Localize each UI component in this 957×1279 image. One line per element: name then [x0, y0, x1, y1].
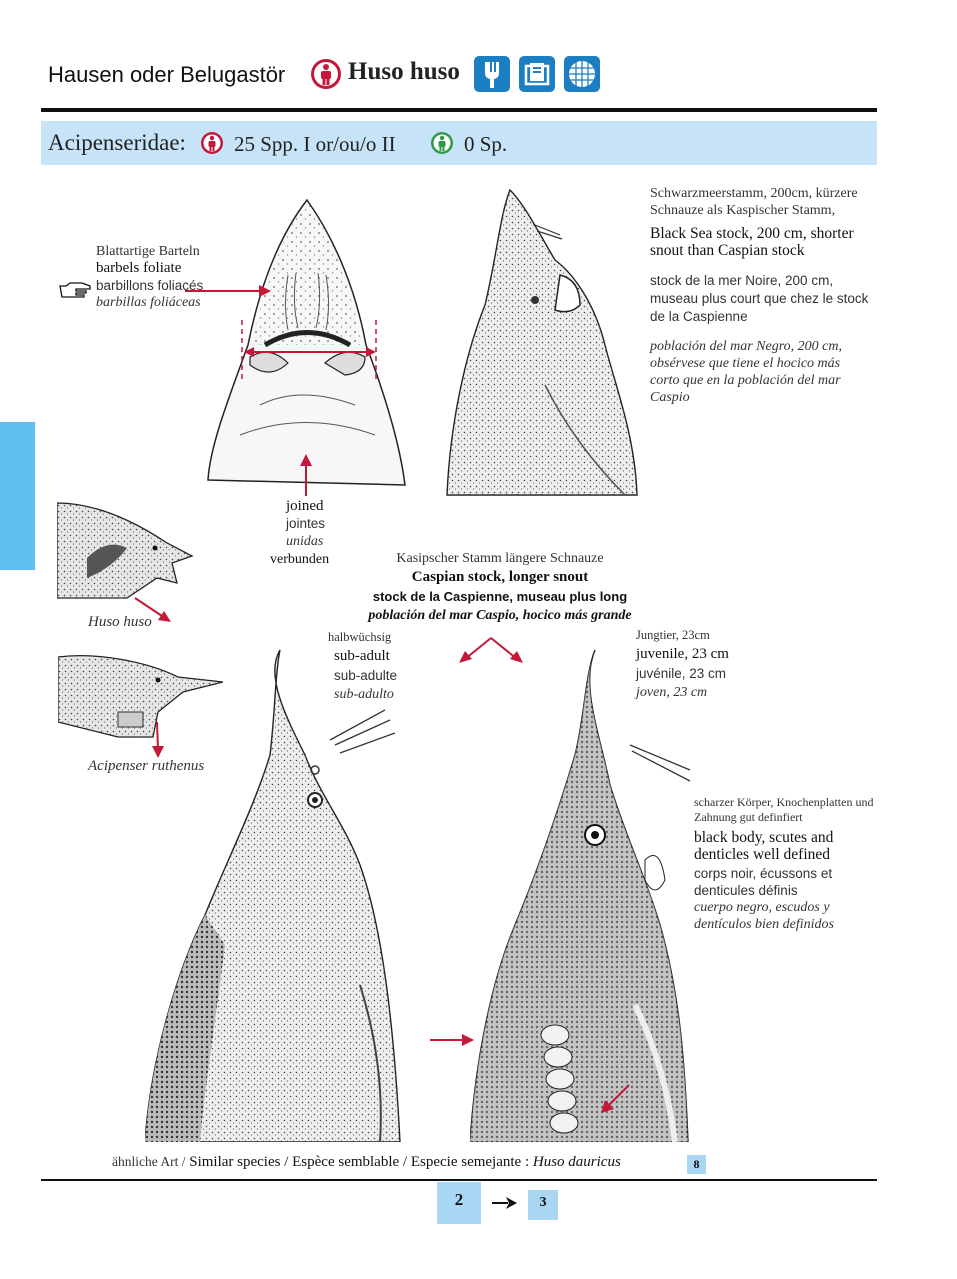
joined-caption-es: unidas — [286, 534, 324, 549]
black-body-caption-en: black body, scutes and denticles well de… — [694, 829, 834, 863]
sub-adult-head-illustration — [145, 649, 401, 1142]
similar-species-line: ähnliche Art / Similar species / Espèce … — [112, 1154, 621, 1171]
next-page-box[interactable] — [528, 1190, 558, 1220]
caspian-caption-fr: stock de la Caspienne, museau plus long — [372, 589, 628, 604]
caspian-caption-es: población del mar Caspio, hocico más gra… — [368, 608, 632, 623]
red-person-icon — [201, 132, 223, 154]
caspian-caption-de: Kasipscher Stamm längere Schnauze — [396, 551, 604, 566]
caspian-caption-en: Caspian stock, longer snout — [411, 569, 589, 585]
red-person-icon — [311, 59, 341, 89]
similar-ref-box[interactable] — [687, 1155, 706, 1174]
juvenile-caption-fr: juvénile, 23 cm — [636, 666, 727, 681]
scientific-name: Huso huso — [348, 58, 460, 85]
acipenser-ruthenus-label: Acipenser ruthenus — [88, 758, 205, 774]
black-body-caption-fr: corps noir, écussons et denticules défin… — [694, 866, 833, 898]
sub-adult-caption-fr: sub-adulte — [334, 668, 398, 683]
family-band — [41, 121, 877, 165]
juvenile-head-illustration — [470, 649, 691, 1142]
header-rule — [41, 108, 877, 112]
body-scute-arrow — [430, 1034, 474, 1046]
family-safe-count: 0 Sp. — [464, 132, 508, 156]
huso-huso-label: Huso huso — [88, 614, 152, 630]
similar-label-de: ähnliche Art / — [112, 1154, 186, 1169]
black-body-caption-de: scharzer Körper, Knochenplatten und Zahn… — [694, 795, 874, 824]
joined-caption-de: verbunden — [270, 552, 330, 567]
barbels-caption-en: barbels foliate — [96, 260, 182, 276]
black-sea-caption-fr: stock de la mer Noire, 200 cm, museau pl… — [650, 273, 869, 324]
similar-species-name[interactable]: Huso dauricus — [532, 1154, 621, 1170]
page-number-box — [437, 1182, 481, 1224]
huso-huso-arrow — [134, 597, 171, 622]
joined-arrow — [300, 454, 312, 496]
fork-icon — [474, 56, 510, 92]
juvenile-caption-en: juvenile, 23 cm — [636, 646, 729, 662]
similar-ref-page[interactable]: 8 — [693, 1157, 700, 1171]
black-sea-caption-es: población del mar Negro, 200 cm, obsérve… — [650, 339, 842, 405]
black-sea-caption-en: Black Sea stock, 200 cm, shorter snout t… — [650, 225, 854, 259]
barbels-arrow — [185, 285, 271, 297]
joined-caption-fr: jointes — [286, 516, 326, 531]
net-icon — [564, 56, 600, 92]
sub-adult-caption-de: halbwüchsig — [328, 630, 392, 644]
caspian-split-arrow — [459, 637, 523, 663]
black-body-caption-es: cuerpo negro, escudos y dentículos bien … — [694, 900, 834, 932]
black-sea-head-illustration — [446, 188, 638, 496]
book-icon — [519, 56, 555, 92]
acipenser-ruthenus-side-illustration — [58, 655, 223, 738]
black-sea-caption-de: Schwarzmeerstamm, 200cm, kürzere Schnauz… — [650, 186, 858, 218]
common-name: Hausen oder Belugastör — [48, 62, 286, 87]
sub-adult-caption-es: sub-adulto — [334, 687, 394, 702]
sub-adult-caption-en: sub-adult — [334, 648, 390, 664]
pointing-hand-icon — [59, 282, 91, 298]
green-person-icon — [431, 132, 453, 154]
side-tab — [0, 422, 35, 570]
acipenser-ruthenus-arrow — [152, 721, 164, 758]
next-page-arrow-icon[interactable] — [492, 1196, 518, 1210]
juvenile-caption-es: joven, 23 cm — [636, 685, 708, 700]
similar-label: Similar species / Espèce semblable / Esp… — [189, 1154, 530, 1170]
barbels-caption-es: barbillas foliáceas — [96, 295, 201, 310]
huso-huso-side-illustration — [57, 502, 194, 599]
barbels-caption-fr: barbillons foliacés — [96, 278, 204, 293]
barbels-caption-de: Blattartige Barteln — [96, 244, 200, 259]
next-page-number[interactable]: 3 — [539, 1195, 547, 1210]
page-number: 2 — [454, 1190, 464, 1209]
family-name: Acipenseridae: — [48, 130, 186, 155]
footer-rule — [41, 1179, 877, 1181]
ventral-head-illustration — [207, 198, 406, 486]
denticle-arrow — [601, 1084, 630, 1113]
joined-caption-en: joined — [286, 498, 324, 514]
family-threatened-count: 25 Spp. I or/ou/o II — [234, 132, 396, 156]
juvenile-caption-de: Jungtier, 23cm — [636, 628, 710, 642]
